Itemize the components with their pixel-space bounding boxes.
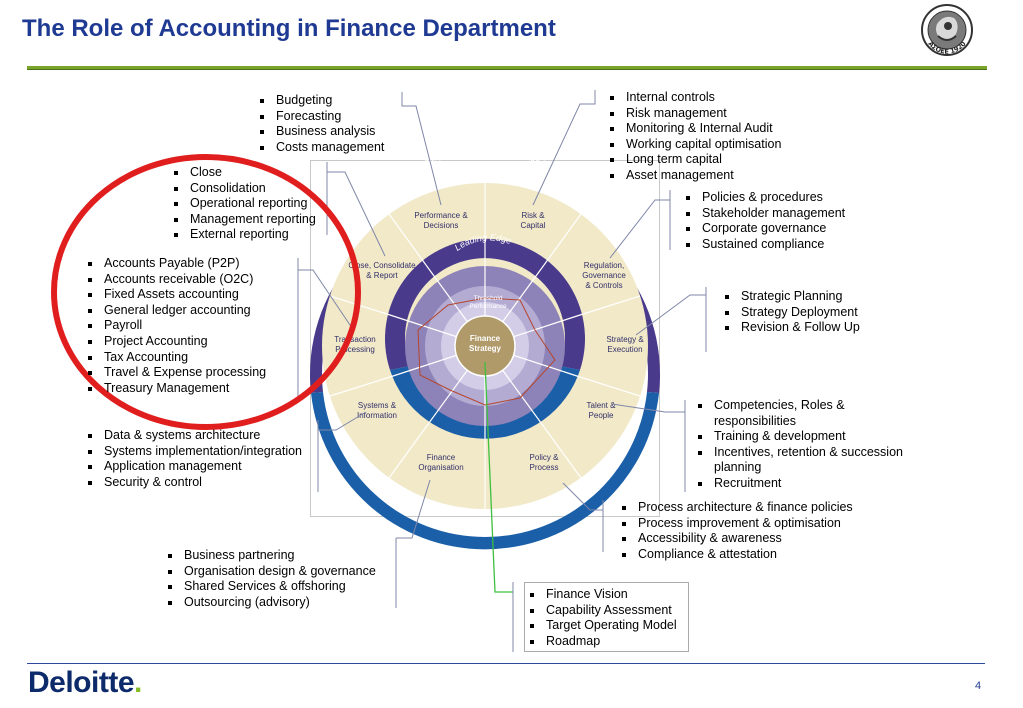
list-item: Monitoring & Internal Audit — [608, 121, 781, 137]
list-item: Competencies, Roles & responsibilities — [696, 398, 926, 429]
list-item: Consolidation — [172, 181, 316, 197]
list-item: Corporate governance — [684, 221, 845, 237]
list-item: Asset management — [608, 168, 781, 184]
list-item: Policies & procedures — [684, 190, 845, 206]
seal-emblem-icon: ΑΣΟΕΕ 1920 — [921, 4, 973, 56]
list-item: Accounts receivable (O2C) — [86, 272, 266, 288]
page-title: The Role of Accounting in Finance Depart… — [22, 15, 556, 42]
list-risk-capital: Internal controls Risk management Monito… — [608, 90, 781, 184]
list-item: Security & control — [86, 475, 302, 491]
list-item: General ledger accounting — [86, 303, 266, 319]
list-item: Systems implementation/integration — [86, 444, 302, 460]
list-item: Process improvement & optimisation — [620, 516, 853, 532]
list-item: Incentives, retention & succession plann… — [696, 445, 926, 476]
finance-strategy-connector — [484, 361, 513, 593]
title-underline-shadow — [27, 69, 987, 70]
list-item: Application management — [86, 459, 302, 475]
list-item: Treasury Management — [86, 381, 266, 397]
list-item: Accounts Payable (P2P) — [86, 256, 266, 272]
list-item: Fixed Assets accounting — [86, 287, 266, 303]
list-item: Long term capital — [608, 152, 781, 168]
list-item: Compliance & attestation — [620, 547, 853, 563]
list-item: Shared Services & offshoring — [166, 579, 376, 595]
title-underline — [27, 66, 987, 69]
list-item: Operational reporting — [172, 196, 316, 212]
list-item: Capability Assessment — [528, 603, 677, 619]
list-item: Target Operating Model — [528, 618, 677, 634]
connector-lines — [297, 90, 707, 608]
list-item: Costs management — [258, 140, 384, 156]
list-item: Business analysis — [258, 124, 384, 140]
logo-text: Deloitte — [28, 666, 135, 699]
list-item: Sustained compliance — [684, 237, 845, 253]
svg-text:Enablers: Enablers — [467, 518, 504, 530]
list-systems-information: Data & systems architecture Systems impl… — [86, 428, 302, 490]
segment-policy-process: Policy &Process — [530, 453, 560, 472]
list-item: External reporting — [172, 227, 316, 243]
list-transaction-processing: Accounts Payable (P2P) Accounts receivab… — [86, 256, 266, 396]
list-item: Recruitment — [696, 476, 926, 492]
segment-regulation: Regulation,Governance& Controls — [582, 261, 626, 290]
list-item: Training & development — [696, 429, 926, 445]
list-item: Roadmap — [528, 634, 677, 650]
segment-performance-decisions: Performance &Decisions — [414, 211, 468, 230]
deloitte-logo: Deloitte. — [28, 666, 142, 700]
list-item: Budgeting — [258, 93, 384, 109]
footer-rule — [27, 663, 985, 664]
list-item: Risk management — [608, 106, 781, 122]
list-item: Working capital optimisation — [608, 137, 781, 153]
list-item: Stakeholder management — [684, 206, 845, 222]
list-item: Close — [172, 165, 316, 181]
segment-risk-capital: Risk &Capital — [521, 211, 546, 230]
list-item: Outsourcing (advisory) — [166, 595, 376, 611]
list-strategy-execution: Strategic Planning Strategy Deployment R… — [723, 289, 860, 336]
list-performance-decisions: Budgeting Forecasting Business analysis … — [258, 93, 384, 155]
list-item: Strategy Deployment — [723, 305, 860, 321]
inner-purple-ring — [385, 238, 585, 370]
list-item: Project Accounting — [86, 334, 266, 350]
list-item: Finance Vision — [528, 587, 677, 603]
list-item: Process architecture & finance policies — [620, 500, 853, 516]
band-dividers — [329, 183, 641, 509]
list-item: Travel & Expense processing — [86, 365, 266, 381]
segment-strategy-execution: Strategy &Execution — [606, 335, 644, 354]
list-item: Internal controls — [608, 90, 781, 106]
list-item: Strategic Planning — [723, 289, 860, 305]
logo-dot: . — [134, 666, 142, 699]
segment-talent-people: Talent &People — [587, 401, 617, 420]
list-close-consolidate: Close Consolidation Operational reportin… — [172, 165, 316, 243]
accounting-highlight-ellipse — [51, 154, 361, 430]
enablers-label: Enablers — [467, 518, 504, 530]
list-finance-organisation: Business partnering Organisation design … — [166, 548, 376, 610]
inner-blue-ring — [390, 366, 580, 439]
list-item: Accessibility & awareness — [620, 531, 853, 547]
segment-close-consolidate: Close, Consolidate& Report — [348, 261, 416, 280]
list-item: Management reporting — [172, 212, 316, 228]
list-regulation: Policies & procedures Stakeholder manage… — [684, 190, 845, 252]
segment-systems-information: Systems &Information — [357, 401, 397, 420]
list-item: Payroll — [86, 318, 266, 334]
list-item: Revision & Follow Up — [723, 320, 860, 336]
list-policy-process: Process architecture & finance policies … — [620, 500, 853, 562]
list-item: Tax Accounting — [86, 350, 266, 366]
list-item: Business partnering — [166, 548, 376, 564]
list-talent-people: Competencies, Roles & responsibilities T… — [696, 398, 926, 492]
list-item: Forecasting — [258, 109, 384, 125]
list-item: Organisation design & governance — [166, 564, 376, 580]
finance-vision-box — [524, 582, 689, 652]
list-finance-vision: Finance Vision Capability Assessment Tar… — [528, 587, 677, 649]
page-number: 4 — [975, 680, 982, 692]
performance-profile — [417, 297, 556, 406]
list-item: Data & systems architecture — [86, 428, 302, 444]
